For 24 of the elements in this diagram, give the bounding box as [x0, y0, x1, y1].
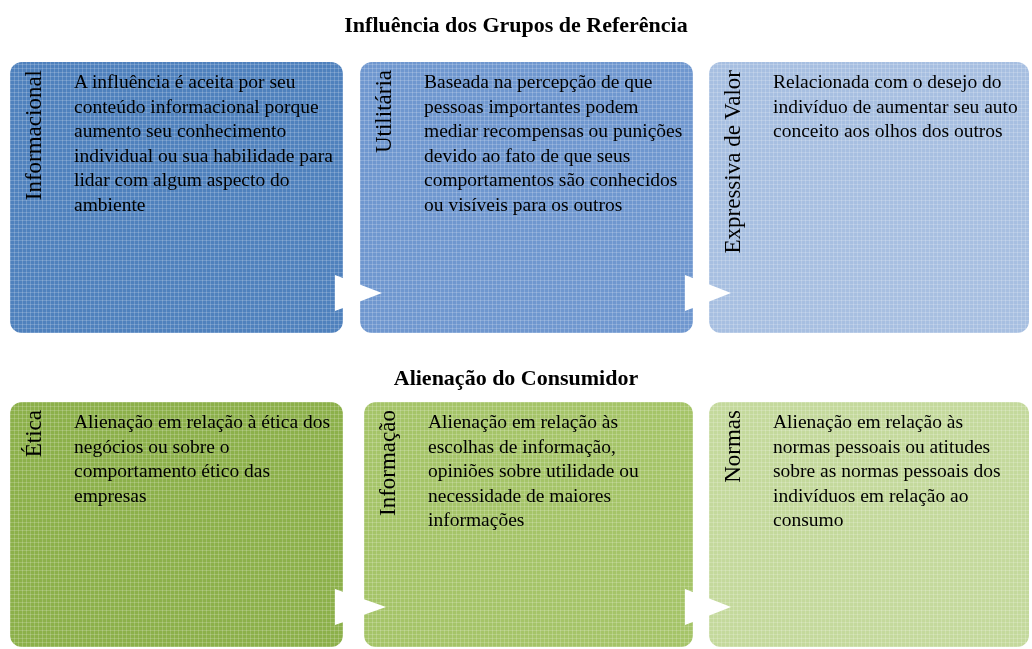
description-text: Alienação em relação às normas pessoais ou atitudes sobre as normas pessoais dos indivíduos em relação ao consumo	[773, 410, 1002, 532]
diagram-title: Influência dos Grupos de Referência	[343, 12, 689, 38]
category-label: Normas	[719, 410, 746, 483]
chevron-arrow	[335, 589, 386, 625]
description-text: Alienação em relação à ética dos negócios ou sobre o comportamento ético das empresas	[74, 410, 332, 508]
category-box	[364, 402, 693, 647]
chevron-arrow	[685, 275, 731, 311]
section-heading: Alienação do Consumidor	[392, 365, 640, 391]
description-text: Baseada na percepção de que pessoas importantes podem mediar recompensas ou punições devido ao fato de que seus comportamentos são conhecidos ou visíveis para os outros	[424, 70, 684, 217]
category-label: Ética	[20, 410, 47, 458]
category-box	[10, 402, 343, 647]
category-label: Expressiva de Valor	[719, 70, 746, 254]
chevron-arrow	[685, 589, 731, 625]
description-text: A influência é aceita por seu conteúdo informacional porque aumento seu conhecimento individual ou sua habilidade para lidar com algum aspecto do ambiente	[74, 70, 334, 217]
description-text: Alienação em relação às escolhas de informação, opiniões sobre utilidade ou necessidade de maiores informações	[428, 410, 640, 532]
category-box	[360, 62, 693, 333]
category-label: Utilitária	[370, 70, 397, 154]
category-label: Informação	[374, 410, 401, 516]
category-box	[709, 402, 1029, 647]
description-text: Relacionada com o desejo do indivíduo de aumentar seu auto conceito aos olhos dos outros	[773, 70, 1019, 143]
category-box	[709, 62, 1029, 333]
category-label: Informacional	[20, 70, 47, 201]
category-box	[10, 62, 343, 333]
chevron-arrow	[335, 275, 382, 311]
